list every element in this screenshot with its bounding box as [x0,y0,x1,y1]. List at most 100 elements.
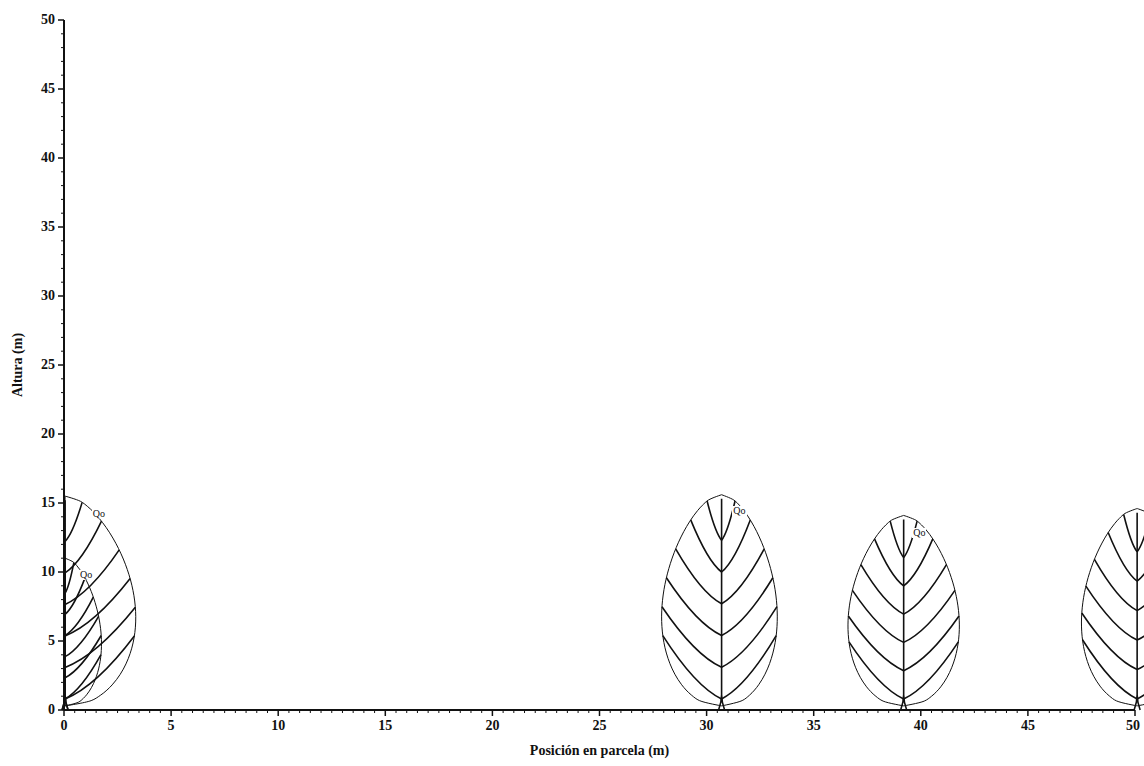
x-tick [299,710,300,713]
branch [1086,586,1137,640]
x-tick [374,710,375,713]
x-tick [931,710,932,713]
x-tick [117,710,118,713]
species-code: Qo [732,506,746,516]
x-tick [524,710,525,713]
x-tick [460,710,461,713]
y-tick [61,213,64,214]
y-tick [61,682,64,683]
crown-outline [65,496,136,706]
x-tick [203,710,204,713]
y-tick-label: 15 [41,496,55,510]
x-tick [449,710,450,713]
branch [904,565,947,615]
x-tick [985,710,986,713]
y-tick [61,144,64,145]
x-tick [170,710,172,716]
x-tick [674,710,675,713]
y-tick [58,157,64,159]
x-tick-label: 0 [61,719,68,733]
trunk [901,520,907,710]
x-tick [513,710,514,713]
y-tick [61,475,64,476]
y-tick [61,668,64,669]
y-tick [61,654,64,655]
y-tick [61,116,64,117]
x-tick [845,710,846,713]
x-tick [963,710,964,713]
branch [1137,586,1144,640]
x-axis-title: Posición en parcela (m) [530,744,669,758]
tree-crown [662,495,778,710]
x-tick [363,710,364,713]
x-tick [138,710,139,713]
x-tick [599,710,601,716]
branch [1094,559,1137,610]
x-tick [470,710,471,713]
branch [1137,613,1144,670]
x-tick-label: 30 [700,719,714,733]
y-tick-label: 50 [41,13,55,27]
x-tick [835,710,836,713]
branch [1082,613,1137,670]
x-tick [910,710,911,713]
x-tick [331,710,332,713]
branch [707,501,721,540]
y-tick [61,447,64,448]
branch [666,578,721,636]
x-tick [545,710,546,713]
x-tick [920,710,922,716]
x-tick [1124,710,1125,713]
y-tick [61,558,64,559]
branch [904,521,917,557]
y-tick [61,599,64,600]
x-tick [492,710,494,716]
x-tick [310,710,311,713]
x-tick [181,710,182,713]
branch [676,549,722,604]
x-tick [1070,710,1071,713]
branch [848,616,903,671]
x-tick [824,710,825,713]
x-tick [417,710,418,713]
y-tick [61,254,64,255]
branch [65,578,85,614]
branch [65,579,130,636]
trunk [1134,513,1140,710]
y-tick [61,75,64,76]
tree-crown [1081,509,1144,710]
x-tick-label: 40 [914,719,928,733]
y-tick [61,199,64,200]
x-tick [1113,710,1114,713]
x-tick [749,710,750,713]
y-tick-label: 10 [41,565,55,579]
x-tick [610,710,611,713]
y-tick [61,337,64,338]
branch [904,616,959,671]
y-tick [61,613,64,614]
x-tick [813,710,815,716]
branch [65,616,99,656]
branch [875,539,904,586]
y-tick-label: 20 [41,427,55,441]
x-tick [770,710,771,713]
branch [722,520,751,572]
y-tick [61,268,64,269]
x-tick [1038,710,1039,713]
x-tick [1017,710,1018,713]
x-tick [942,710,943,713]
y-tick-label: 35 [41,220,55,234]
x-tick [974,710,975,713]
y-tick [61,530,64,531]
tree-crown [62,558,101,710]
y-tick [61,585,64,586]
x-tick [856,710,857,713]
x-tick [899,710,900,713]
y-tick [61,171,64,172]
y-tick [61,489,64,490]
branch [722,578,773,636]
trunk [62,562,68,710]
branch [890,521,903,557]
y-tick [61,516,64,517]
branch [662,607,722,668]
